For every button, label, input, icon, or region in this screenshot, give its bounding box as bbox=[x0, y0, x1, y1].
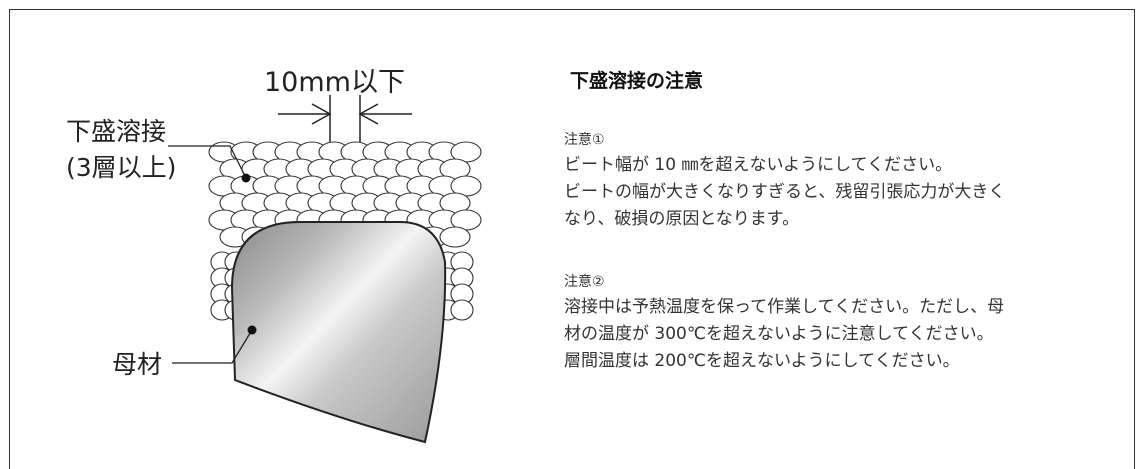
note-2-line: 材の温度が 300℃を超えないように注意してください。 bbox=[564, 324, 994, 344]
weld-label: 下盛溶接 bbox=[66, 117, 167, 146]
note-2-heading: 注意② bbox=[564, 274, 605, 290]
note-1-heading: 注意① bbox=[564, 132, 605, 148]
note-2: 注意② 溶接中は予熱温度を保って作業してください。ただし、母 材の温度が 300… bbox=[564, 270, 1004, 375]
notes-title: 下盛溶接の注意 bbox=[570, 70, 704, 92]
weld-layers-label: (3層以上) bbox=[66, 153, 177, 182]
note-2-line: 層間温度は 200℃を超えないようにしてください。 bbox=[564, 351, 960, 371]
note-1: 注意① ビート幅が 10 ㎜を超えないようにしてください。 ビートの幅が大きくな… bbox=[564, 128, 1005, 233]
weld-bead bbox=[450, 299, 474, 321]
dimension-marker bbox=[278, 95, 412, 142]
weld-bead bbox=[439, 226, 471, 248]
base-leader-dot bbox=[247, 325, 257, 335]
leader-lines bbox=[168, 145, 253, 364]
weld-leader-dot bbox=[241, 173, 251, 183]
outer-frame bbox=[9, 9, 1135, 469]
base-metal bbox=[230, 221, 447, 444]
dimension-label: 10mm以下 bbox=[264, 67, 405, 98]
weld-diagram bbox=[168, 95, 482, 444]
note-1-line: なり、破損の原因となります。 bbox=[564, 209, 800, 229]
note-2-line: 溶接中は予熱温度を保って作業してください。ただし、母 bbox=[564, 297, 1005, 317]
note-1-line: ビートの幅が大きくなりすぎると、残留引張応力が大きく bbox=[564, 182, 1006, 202]
note-1-line: ビート幅が 10 ㎜を超えないようにしてください。 bbox=[564, 155, 953, 175]
base-metal-label: 母材 bbox=[112, 350, 163, 379]
